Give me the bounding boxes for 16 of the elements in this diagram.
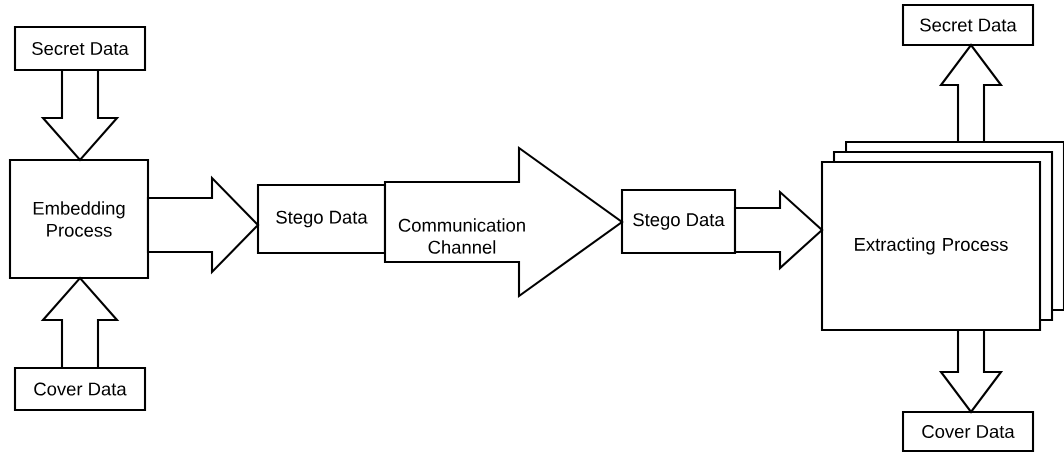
edge-label: Communication Channel	[398, 218, 525, 254]
data-box: Secret Data	[13, 25, 147, 72]
data-box: Cover Data	[13, 366, 147, 412]
data-box: Stego Data	[256, 183, 387, 255]
block-arrow	[938, 328, 1004, 414]
data-box: Stego Data	[620, 188, 737, 255]
data-box: Cover Data	[901, 410, 1035, 453]
block-arrow	[733, 189, 824, 271]
process-box: Embedding Process	[8, 158, 150, 280]
block-arrow	[40, 276, 120, 370]
block-arrow	[146, 175, 260, 275]
stacked-process-box: Extracting Process	[820, 140, 1064, 332]
block-arrow	[938, 43, 1004, 144]
data-box: Secret Data	[901, 3, 1035, 47]
block-arrow	[40, 68, 120, 162]
block-arrow	[383, 145, 624, 299]
